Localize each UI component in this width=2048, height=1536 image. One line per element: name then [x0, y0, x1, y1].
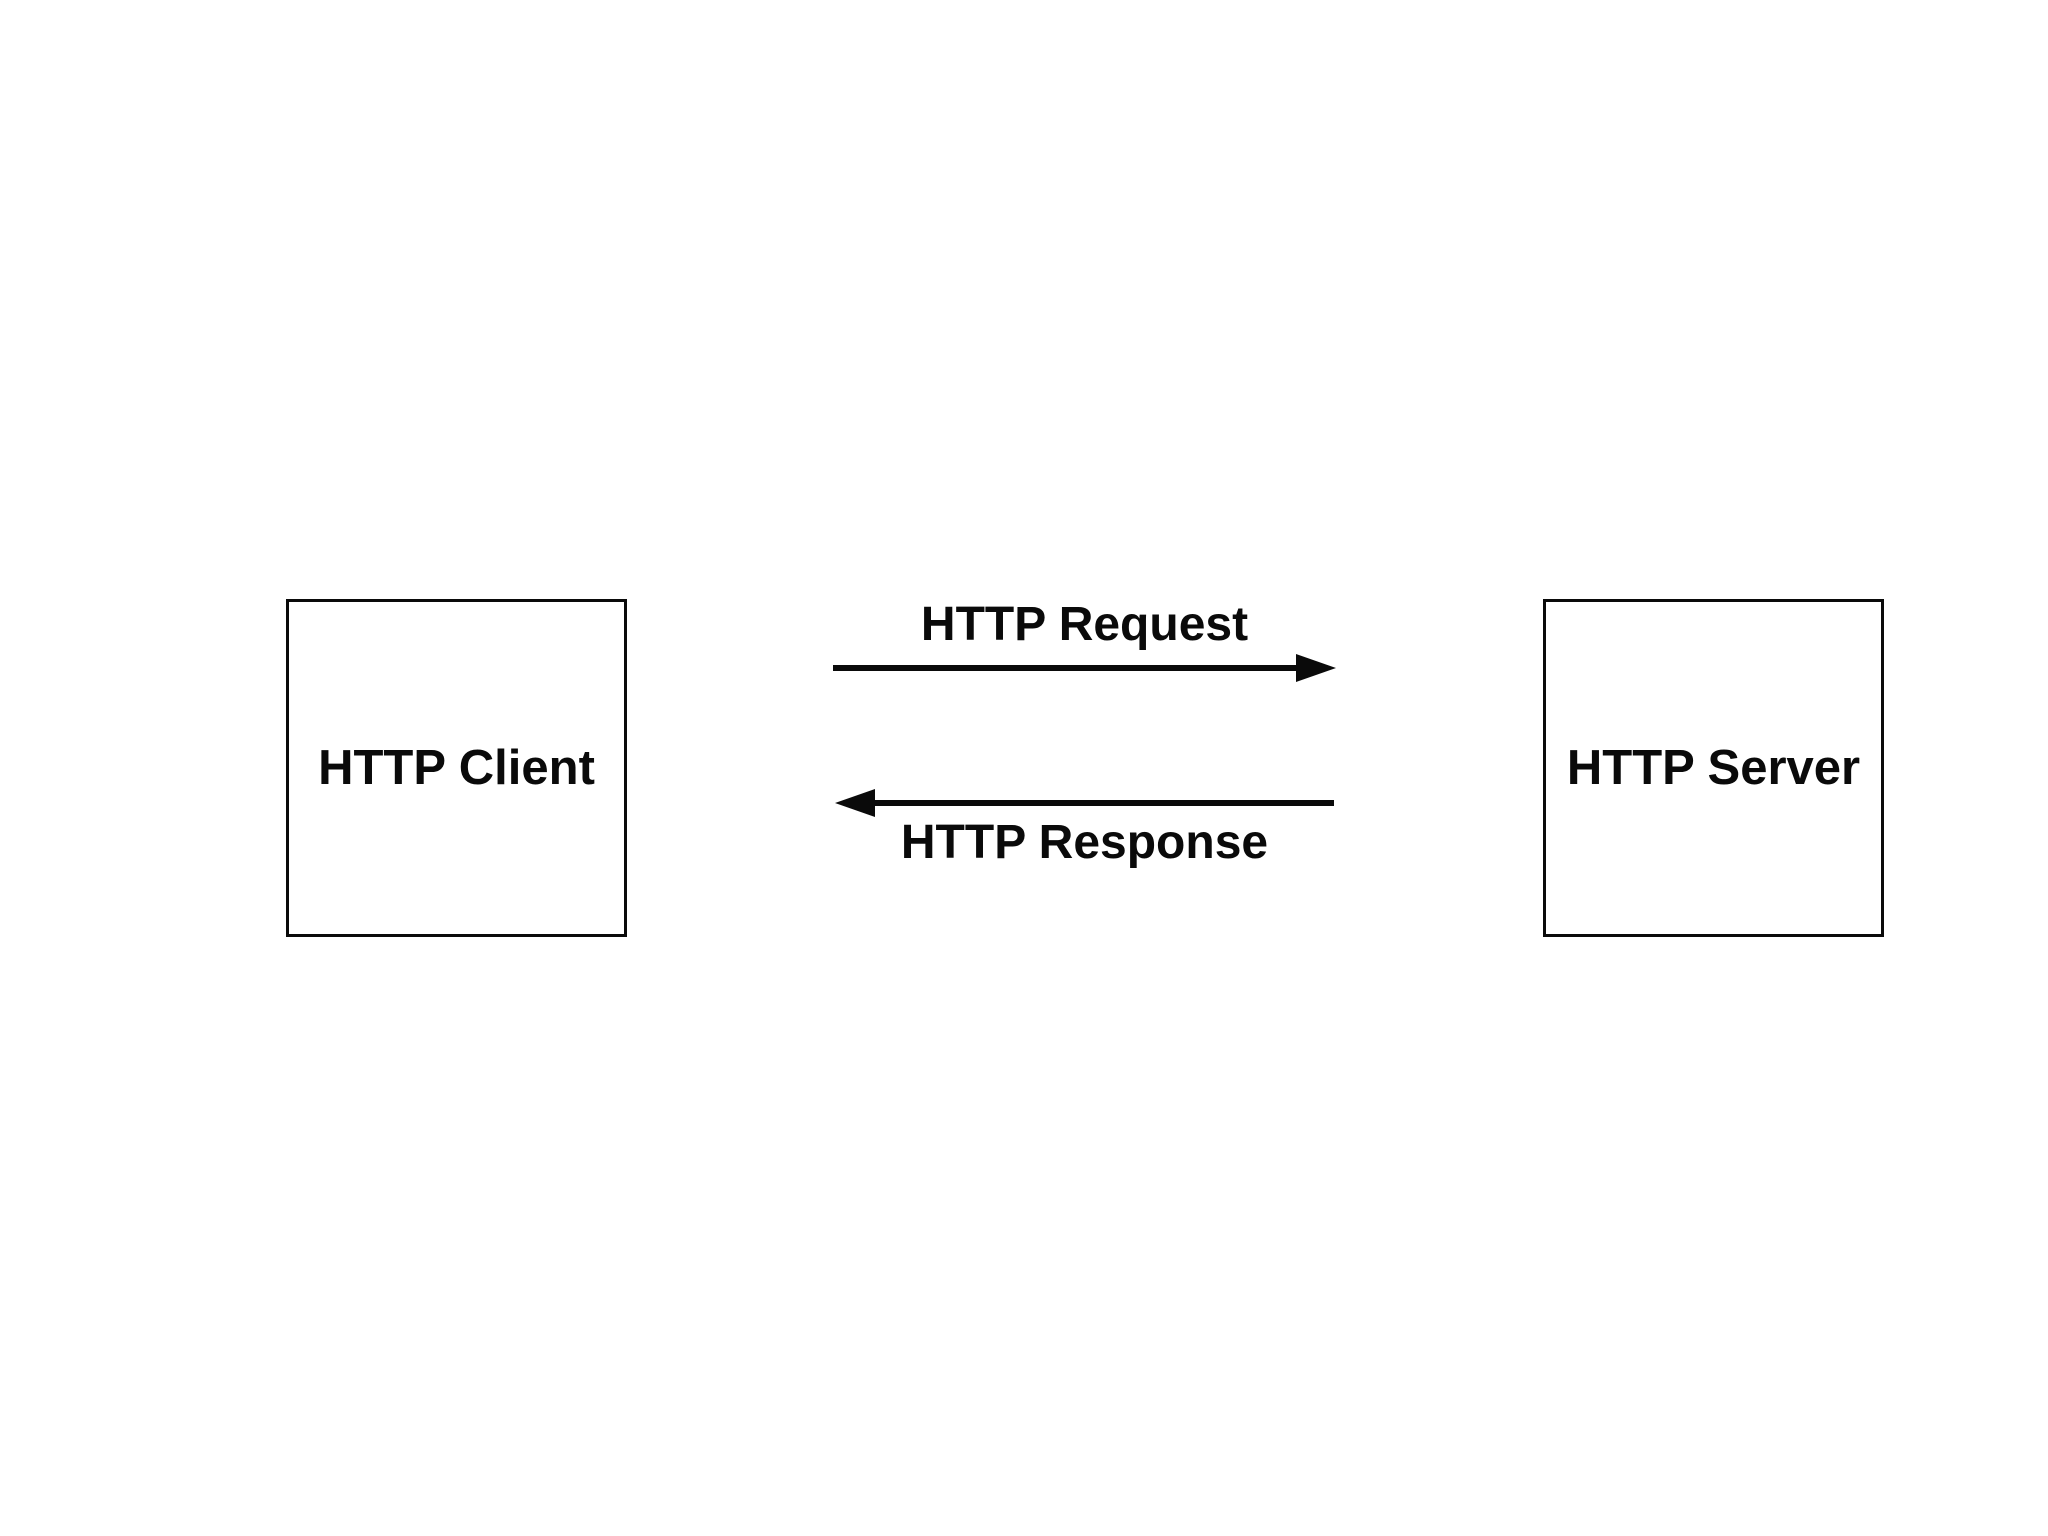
http-server-node: HTTP Server [1543, 599, 1884, 937]
http-server-node-label: HTTP Server [1566, 741, 1861, 795]
http-response-label: HTTP Response [900, 816, 1269, 869]
http-client-node-label: HTTP Client [318, 741, 595, 795]
http-request-arrow [833, 654, 1336, 682]
http-response-arrow [835, 789, 1334, 817]
right-arrowhead-icon [1296, 654, 1336, 682]
http-request-label: HTTP Request [920, 598, 1249, 651]
http-response-arrow-line [873, 800, 1334, 806]
http-request-arrow-line [833, 665, 1298, 671]
http-client-node: HTTP Client [286, 599, 627, 937]
left-arrowhead-icon [835, 789, 875, 817]
